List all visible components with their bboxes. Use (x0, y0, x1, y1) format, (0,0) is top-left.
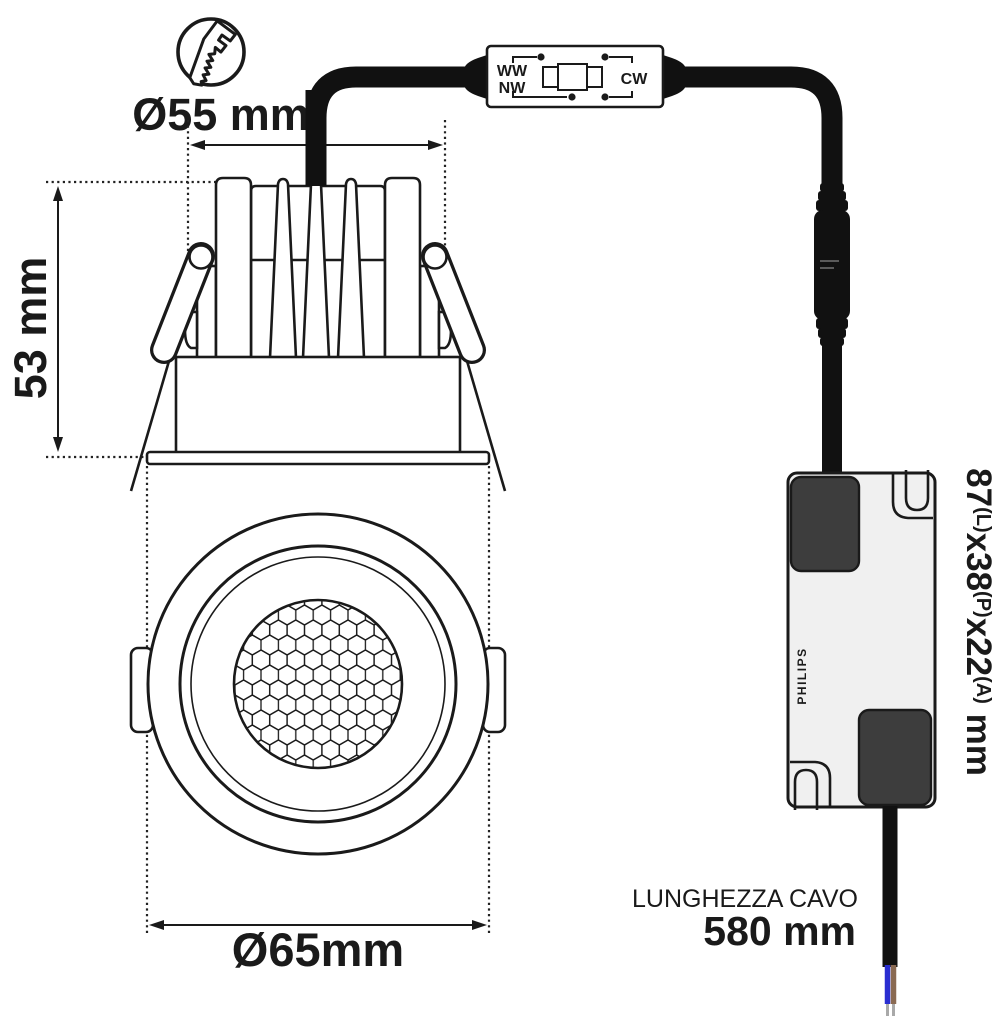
driver-terminal-cover-top (789, 475, 861, 573)
arrow-53 (53, 186, 63, 452)
cutout-diameter-label: Ø55 mm (132, 89, 310, 140)
clip-pivot-right (422, 244, 448, 270)
screw-icon (176, 17, 246, 87)
trim-flange (145, 450, 491, 466)
cable-length-label: LUNGHEZZA CAVO 580 mm (632, 885, 858, 954)
recess-height-label: 53 mm (5, 257, 56, 400)
reflector-ring (190, 556, 446, 812)
heatsink-outer-fin-right (383, 176, 422, 360)
connector-detail-lines (820, 260, 839, 269)
driver-dim-unit: mm (959, 704, 997, 776)
spring-clip-right (421, 242, 507, 492)
philips-brand-label: PHILIPS (795, 647, 809, 704)
selector-ww-label: WW (497, 63, 528, 80)
driver-dim-width: x38 (959, 533, 997, 591)
downlight-side-view (129, 90, 507, 492)
spring-clip-left (129, 242, 215, 492)
selector-cw-label: CW (621, 71, 649, 88)
lamp-body (174, 355, 462, 455)
outer-diameter-label: Ø65mm (232, 923, 404, 976)
arrow-65 (149, 920, 487, 930)
power-wires (884, 965, 897, 1016)
heatsink-outer-fin-left (214, 176, 253, 360)
driver-strain-hooks (790, 470, 933, 810)
downlight-front-view (129, 466, 507, 933)
dim-cutout-diameter: Ø55 mm (132, 89, 447, 284)
clip-pivot-left (188, 244, 214, 270)
driver-dim-length: 87 (959, 468, 997, 507)
driver-dimensions-label: 87(L)x38(P)x22(A) mm (959, 468, 997, 776)
honeycomb-lens (232, 598, 404, 770)
cct-switch[interactable] (542, 63, 603, 91)
driver-terminal-cover-bottom (857, 708, 933, 807)
inline-connector (814, 183, 850, 346)
selector-traces (512, 53, 633, 101)
cable-length-value: 580 mm (703, 908, 856, 954)
dim-recess-height: 53 mm (5, 180, 216, 459)
selector-nw-label: NW (499, 80, 527, 97)
cct-selector: WW NW CW (464, 44, 686, 109)
extension-lines-53 (46, 180, 216, 459)
strain-relief-left (464, 55, 487, 99)
heatsink (214, 90, 422, 360)
strain-relief-right (663, 55, 686, 99)
driver-dim-height: x22 (959, 618, 997, 676)
cable-length-title: LUNGHEZZA CAVO (632, 885, 858, 913)
led-driver: PHILIPS (786, 470, 937, 810)
dim-outer-diameter: Ø65mm (149, 920, 487, 976)
driver-output-cable (882, 806, 898, 1016)
